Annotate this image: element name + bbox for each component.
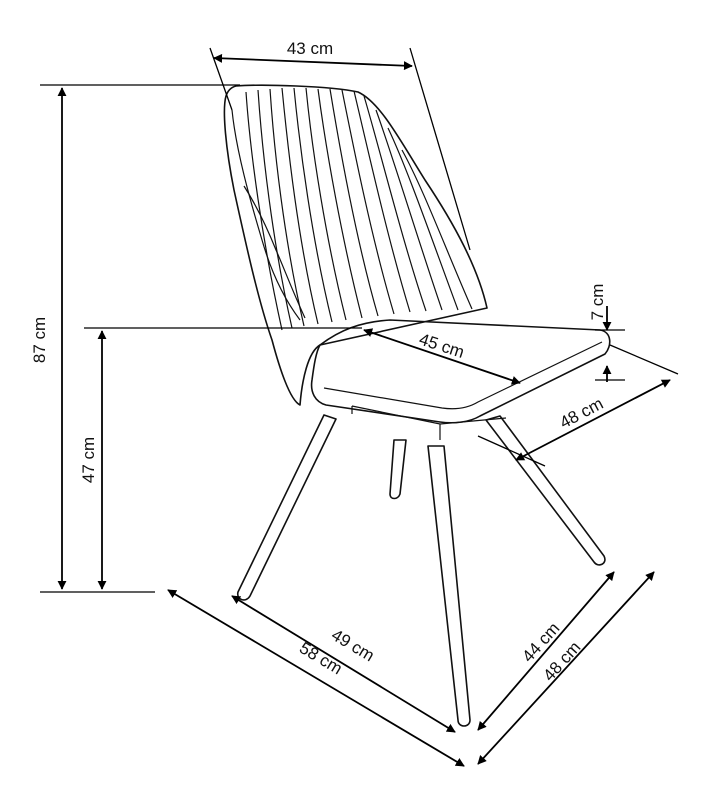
dimension-lines [40,47,679,767]
dimension-labels: 43 cm 87 cm 47 cm 45 cm 7 cm 48 cm 49 cm… [30,39,607,685]
backrest-stitching [245,87,473,331]
dim-line-back-width [213,53,413,71]
seat-front-edge [323,341,603,410]
label-total-height: 87 cm [30,317,49,363]
dim-line-seat-width [515,379,671,461]
dim-line-leg-width-inner [477,571,615,731]
backrest-side-panel [231,109,301,321]
label-seat-thickness: 7 cm [588,284,607,321]
dim-line-leg-depth-outer [167,589,465,767]
label-seat-height: 47 cm [79,437,98,483]
dim-line-leg-width-outer [477,571,655,765]
seat-frame [351,405,507,440]
leg-front-right [427,445,471,727]
backrest-outline [223,84,488,406]
dim-line-seat-depth [363,328,521,385]
leg-back-right [485,415,606,566]
label-back-width: 43 cm [287,39,333,58]
leg-back-left [389,439,407,500]
leg-front-left [236,414,337,601]
